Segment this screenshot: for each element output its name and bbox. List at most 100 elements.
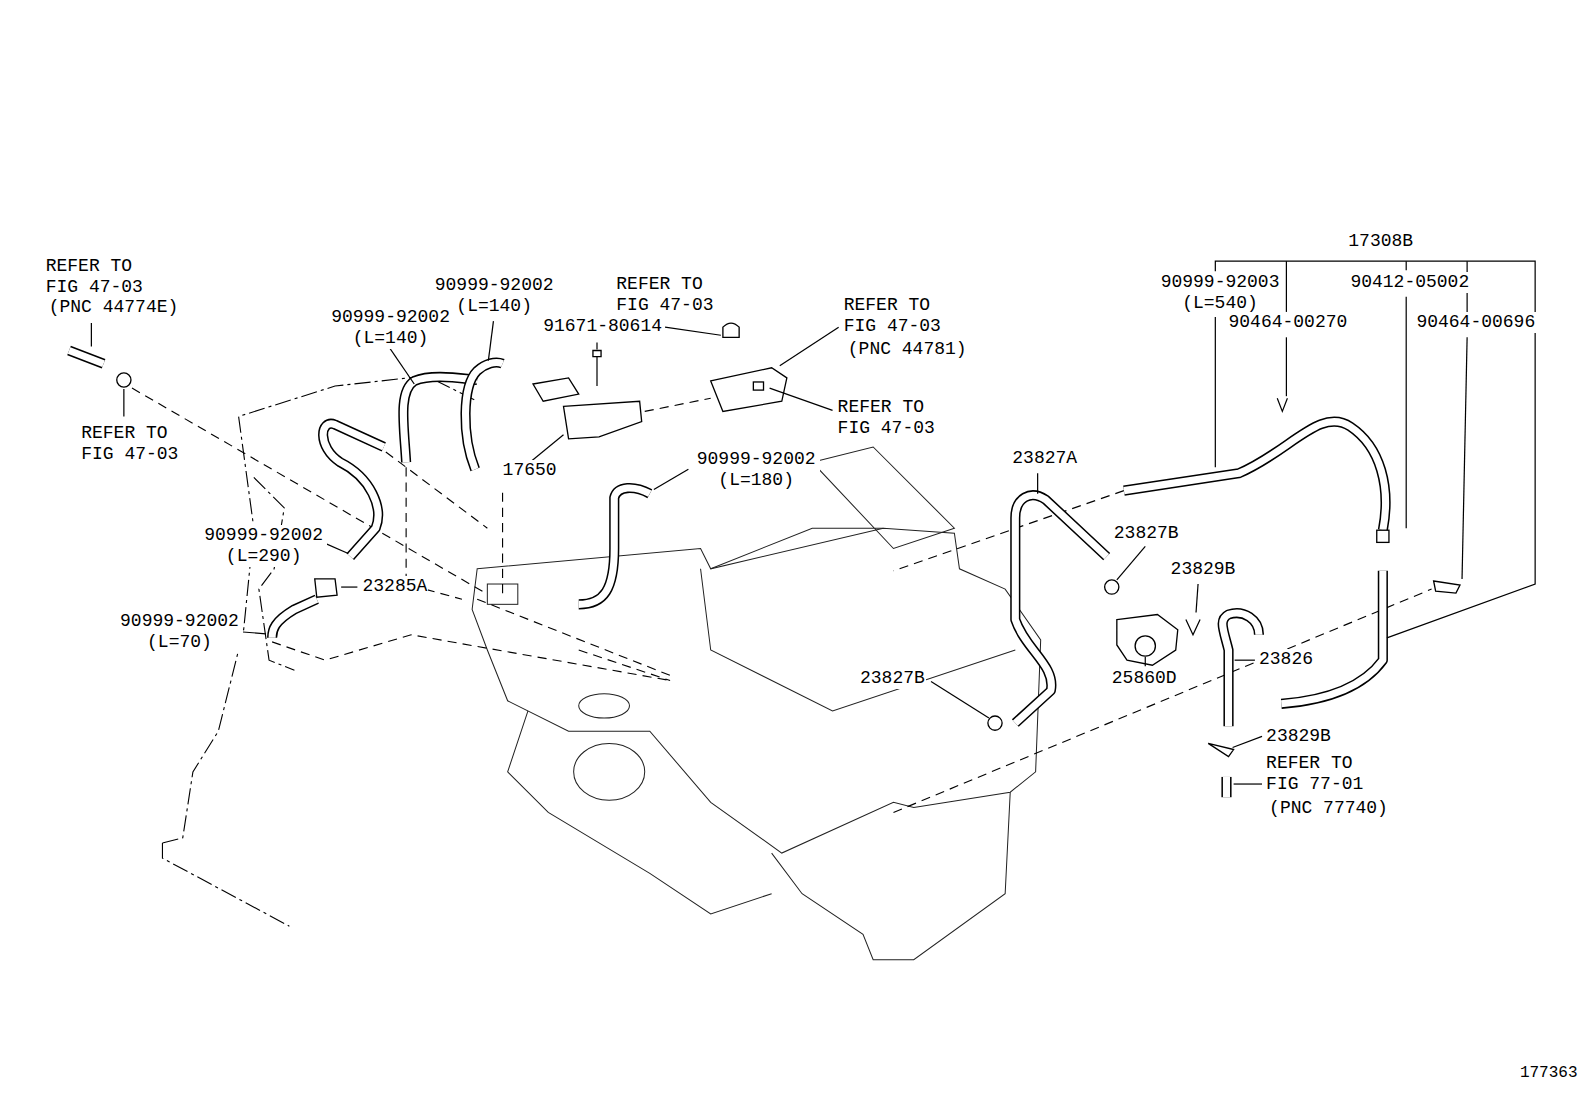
callout-number: 23827B [859, 668, 926, 689]
guide-line [502, 493, 503, 600]
leader-line [1145, 657, 1146, 666]
hose-clip [1434, 581, 1460, 593]
reference-note: REFER TO FIG 47-03 [843, 295, 949, 337]
hose [1281, 571, 1383, 704]
guide-line [477, 599, 670, 675]
reference-note: (PNC 44781) [847, 339, 968, 360]
vsv-bracket [563, 401, 641, 439]
hose [1223, 613, 1259, 726]
group-bracket [1286, 261, 1287, 312]
bolt [593, 351, 601, 357]
hose-clip [1105, 580, 1119, 594]
group-number: 17308B [1347, 231, 1414, 252]
hose-clip [1186, 620, 1200, 635]
vsv-body [533, 378, 579, 401]
clamp [723, 323, 739, 337]
group-bracket [1406, 261, 1407, 270]
engine-lower [508, 711, 772, 914]
part-number: 91671-80614 [542, 316, 663, 337]
leader-line [596, 342, 597, 349]
reference-note: REFER TO FIG 47-03 [837, 397, 943, 439]
leader-line [770, 388, 833, 410]
egr-valve-port [1135, 636, 1155, 656]
egr-valve [1117, 614, 1178, 665]
leader-line [488, 321, 493, 361]
leader-line [1117, 546, 1145, 580]
callout-number: 23285A [362, 576, 429, 597]
reference-note: REFER TO FIG 47-03 [80, 423, 186, 465]
reference-note: (PNC 44774E) [48, 297, 180, 318]
part-number: 90999-92002 (L=140) [327, 307, 454, 349]
guide-line [579, 650, 670, 680]
part-number: 90999-92002 (L=70) [116, 611, 243, 653]
transmission-outline [162, 376, 477, 843]
hose [69, 351, 104, 364]
hose-clip [988, 716, 1002, 730]
part-number: 90999-92003 (L=540) [1156, 272, 1283, 314]
hose [1124, 422, 1386, 531]
leader-line [123, 389, 124, 416]
reference-note: (PNC 77740) [1268, 798, 1389, 819]
leader-line [1196, 584, 1198, 612]
hose [466, 363, 503, 470]
oil-filler [579, 694, 630, 718]
figure-number: 177363 [1519, 1063, 1579, 1084]
leader-line [91, 323, 92, 346]
reference-note: REFER TO FIG 77-01 [1265, 753, 1371, 795]
leader-line [530, 435, 564, 462]
oil-pan [772, 792, 1011, 960]
fuel-filter [315, 579, 337, 597]
hose [323, 424, 384, 557]
guide-line [893, 589, 1431, 812]
callout-number: 23827B [1113, 523, 1180, 544]
leader-line [1286, 337, 1287, 396]
hose [323, 424, 384, 557]
hose [1281, 571, 1383, 704]
transmission-outline [162, 843, 289, 926]
leader-line [1234, 783, 1262, 784]
reference-note: REFER TO FIG 47-03 [615, 274, 721, 316]
guide-line [272, 635, 670, 681]
part-number: 90999-92002 (L=180) [693, 449, 820, 491]
alternator [574, 743, 645, 800]
leader-line [780, 327, 839, 366]
union [1377, 530, 1389, 542]
leader-line [1406, 297, 1407, 528]
callout-number: 17650 [502, 460, 558, 481]
part-number: 90999-92002 (L=290) [200, 525, 327, 567]
callout-number: 25860D [1111, 668, 1178, 689]
leader-line [1215, 317, 1216, 467]
hose [466, 363, 503, 470]
callout-number: 23829B [1170, 559, 1237, 580]
bolt [753, 382, 763, 390]
hose-clip [1277, 398, 1287, 411]
engine-outline [472, 528, 1041, 853]
transmission-outline [254, 477, 295, 670]
hose [1221, 777, 1231, 797]
hose [1015, 495, 1106, 723]
hose [579, 488, 650, 604]
hose [1223, 613, 1259, 726]
hose-clip [1208, 743, 1233, 756]
bolt-shank [596, 357, 597, 386]
guide-line [132, 388, 487, 594]
hose-clip [117, 373, 131, 387]
callout-number: 23827A [1011, 448, 1078, 469]
hose [1223, 777, 1230, 797]
hose [69, 351, 104, 364]
hose [579, 488, 650, 604]
guide-line [645, 398, 711, 411]
intake-ridge [701, 569, 1016, 711]
guide-line [893, 491, 1123, 571]
leader-line [1233, 736, 1262, 747]
leader-line [931, 681, 989, 718]
leader-line [1037, 473, 1038, 493]
callout-number: 23826 [1258, 649, 1314, 670]
callout-number: 23829B [1265, 726, 1332, 747]
leader-line [240, 632, 266, 634]
part-number: 90464-00270 [1228, 312, 1349, 333]
leader-line [654, 469, 689, 489]
hose [272, 599, 317, 638]
